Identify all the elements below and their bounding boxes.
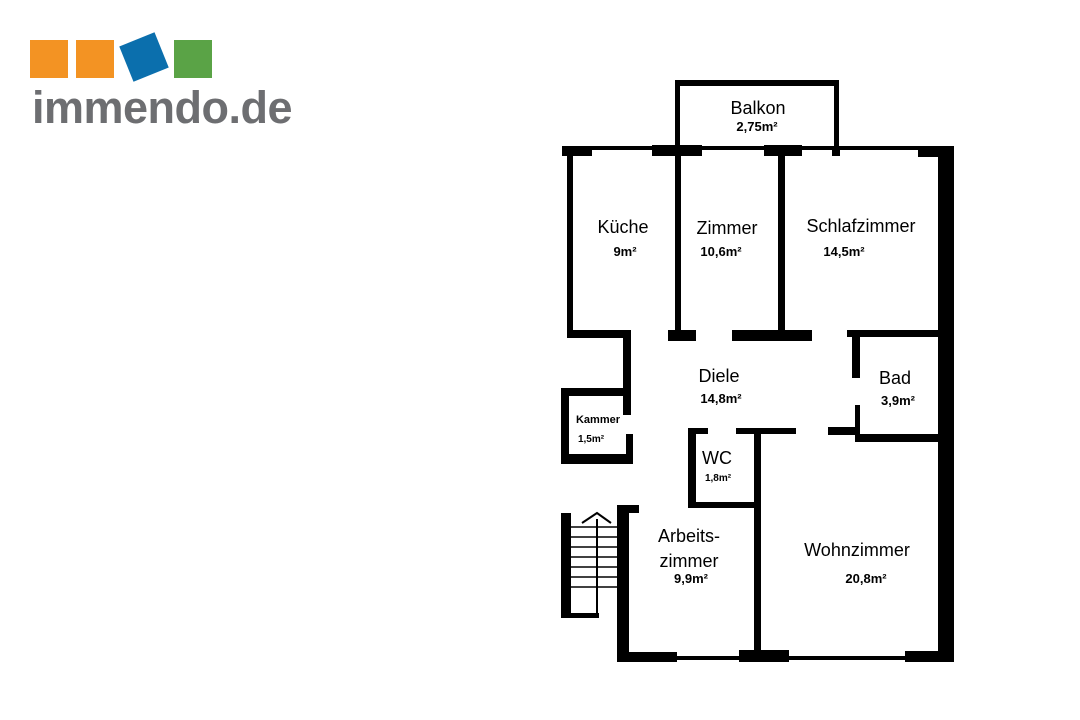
- room-label-kueche: Küche: [597, 217, 648, 237]
- room-label-zimmer: Zimmer: [697, 218, 758, 238]
- room-label-diele: Diele: [698, 366, 739, 386]
- room-label-arbeitszimmer-line2: zimmer: [660, 551, 719, 571]
- balcony-railing-left: [675, 80, 680, 150]
- wall-wc-right: [754, 428, 761, 658]
- room-label-balkon: Balkon: [730, 98, 785, 118]
- wall-kammer-right: [626, 434, 633, 464]
- room-area-kammer: 1,5m²: [578, 434, 605, 445]
- room-label-schlafzimmer: Schlafzimmer: [806, 216, 915, 236]
- room-area-arbeitszimmer: 9,9m²: [674, 571, 709, 586]
- wall-kammer-top: [561, 388, 631, 396]
- wall-diele-left-upper: [623, 330, 631, 415]
- room-area-wc: 1,8m²: [705, 473, 732, 484]
- room-area-balkon: 2,75m²: [736, 119, 778, 134]
- wall-wc-top: [736, 428, 796, 434]
- immendo-logo: immendo.de: [28, 32, 308, 134]
- wall-zimmer-right: [778, 150, 785, 336]
- wall-arbeitszimmer-top-stub: [617, 505, 639, 513]
- room-label-wohnzimmer: Wohnzimmer: [804, 540, 910, 560]
- wall-kueche-bottom: [567, 330, 631, 338]
- logo-text: immendo.de: [32, 82, 293, 133]
- room-area-diele: 14,8m²: [700, 391, 742, 406]
- room-label-arbeitszimmer-line1: Arbeits-: [658, 526, 720, 546]
- room-area-bad: 3,9m²: [881, 393, 916, 408]
- room-label-kammer: Kammer: [576, 414, 621, 426]
- wall-top-block-5: [918, 146, 954, 157]
- wall-bad-left-upper: [852, 330, 860, 378]
- wall-kammer-left: [561, 388, 569, 464]
- wall-top: [562, 146, 952, 150]
- balcony-railing-right: [834, 80, 839, 150]
- wall-bad-top: [847, 330, 952, 337]
- wall-top-block-1: [562, 146, 592, 156]
- wall-wc-top-stub: [688, 428, 708, 434]
- wall-bad-bottom-stub: [828, 427, 860, 435]
- arrow-up-icon: [581, 511, 612, 524]
- logo-square-orange-2: [76, 40, 114, 78]
- staircase-icon: [561, 511, 617, 618]
- balcony-railing-top: [675, 80, 839, 86]
- wall-zimmer-left: [675, 150, 681, 336]
- logo-square-green: [174, 40, 212, 78]
- logo-square-orange-1: [30, 40, 68, 78]
- room-area-kueche: 9m²: [613, 244, 637, 259]
- wall-top-block-4: [832, 146, 840, 156]
- wall-bottom-block-3: [905, 651, 954, 662]
- room-label-wc: WC: [702, 448, 732, 468]
- wall-bad-left-lower: [855, 405, 860, 440]
- wall-wc-bottom: [688, 502, 760, 508]
- room-area-zimmer: 10,6m²: [700, 244, 742, 259]
- wall-bottom-block-2: [739, 650, 789, 662]
- wall-kueche-left: [567, 150, 573, 336]
- wall-arbeitszimmer-left: [617, 505, 629, 662]
- wall-kammer-bottom: [561, 454, 633, 464]
- room-area-wohnzimmer: 20,8m²: [845, 571, 887, 586]
- wall-right: [938, 146, 954, 662]
- wall-zimmer-bottom-1: [668, 330, 696, 341]
- room-label-bad: Bad: [879, 368, 911, 388]
- walls: [561, 80, 954, 662]
- room-area-schlafzimmer: 14,5m²: [823, 244, 865, 259]
- wall-zimmer-bottom-2: [732, 330, 812, 341]
- wall-bad-bottom: [855, 434, 945, 442]
- wall-wc-left: [688, 428, 696, 508]
